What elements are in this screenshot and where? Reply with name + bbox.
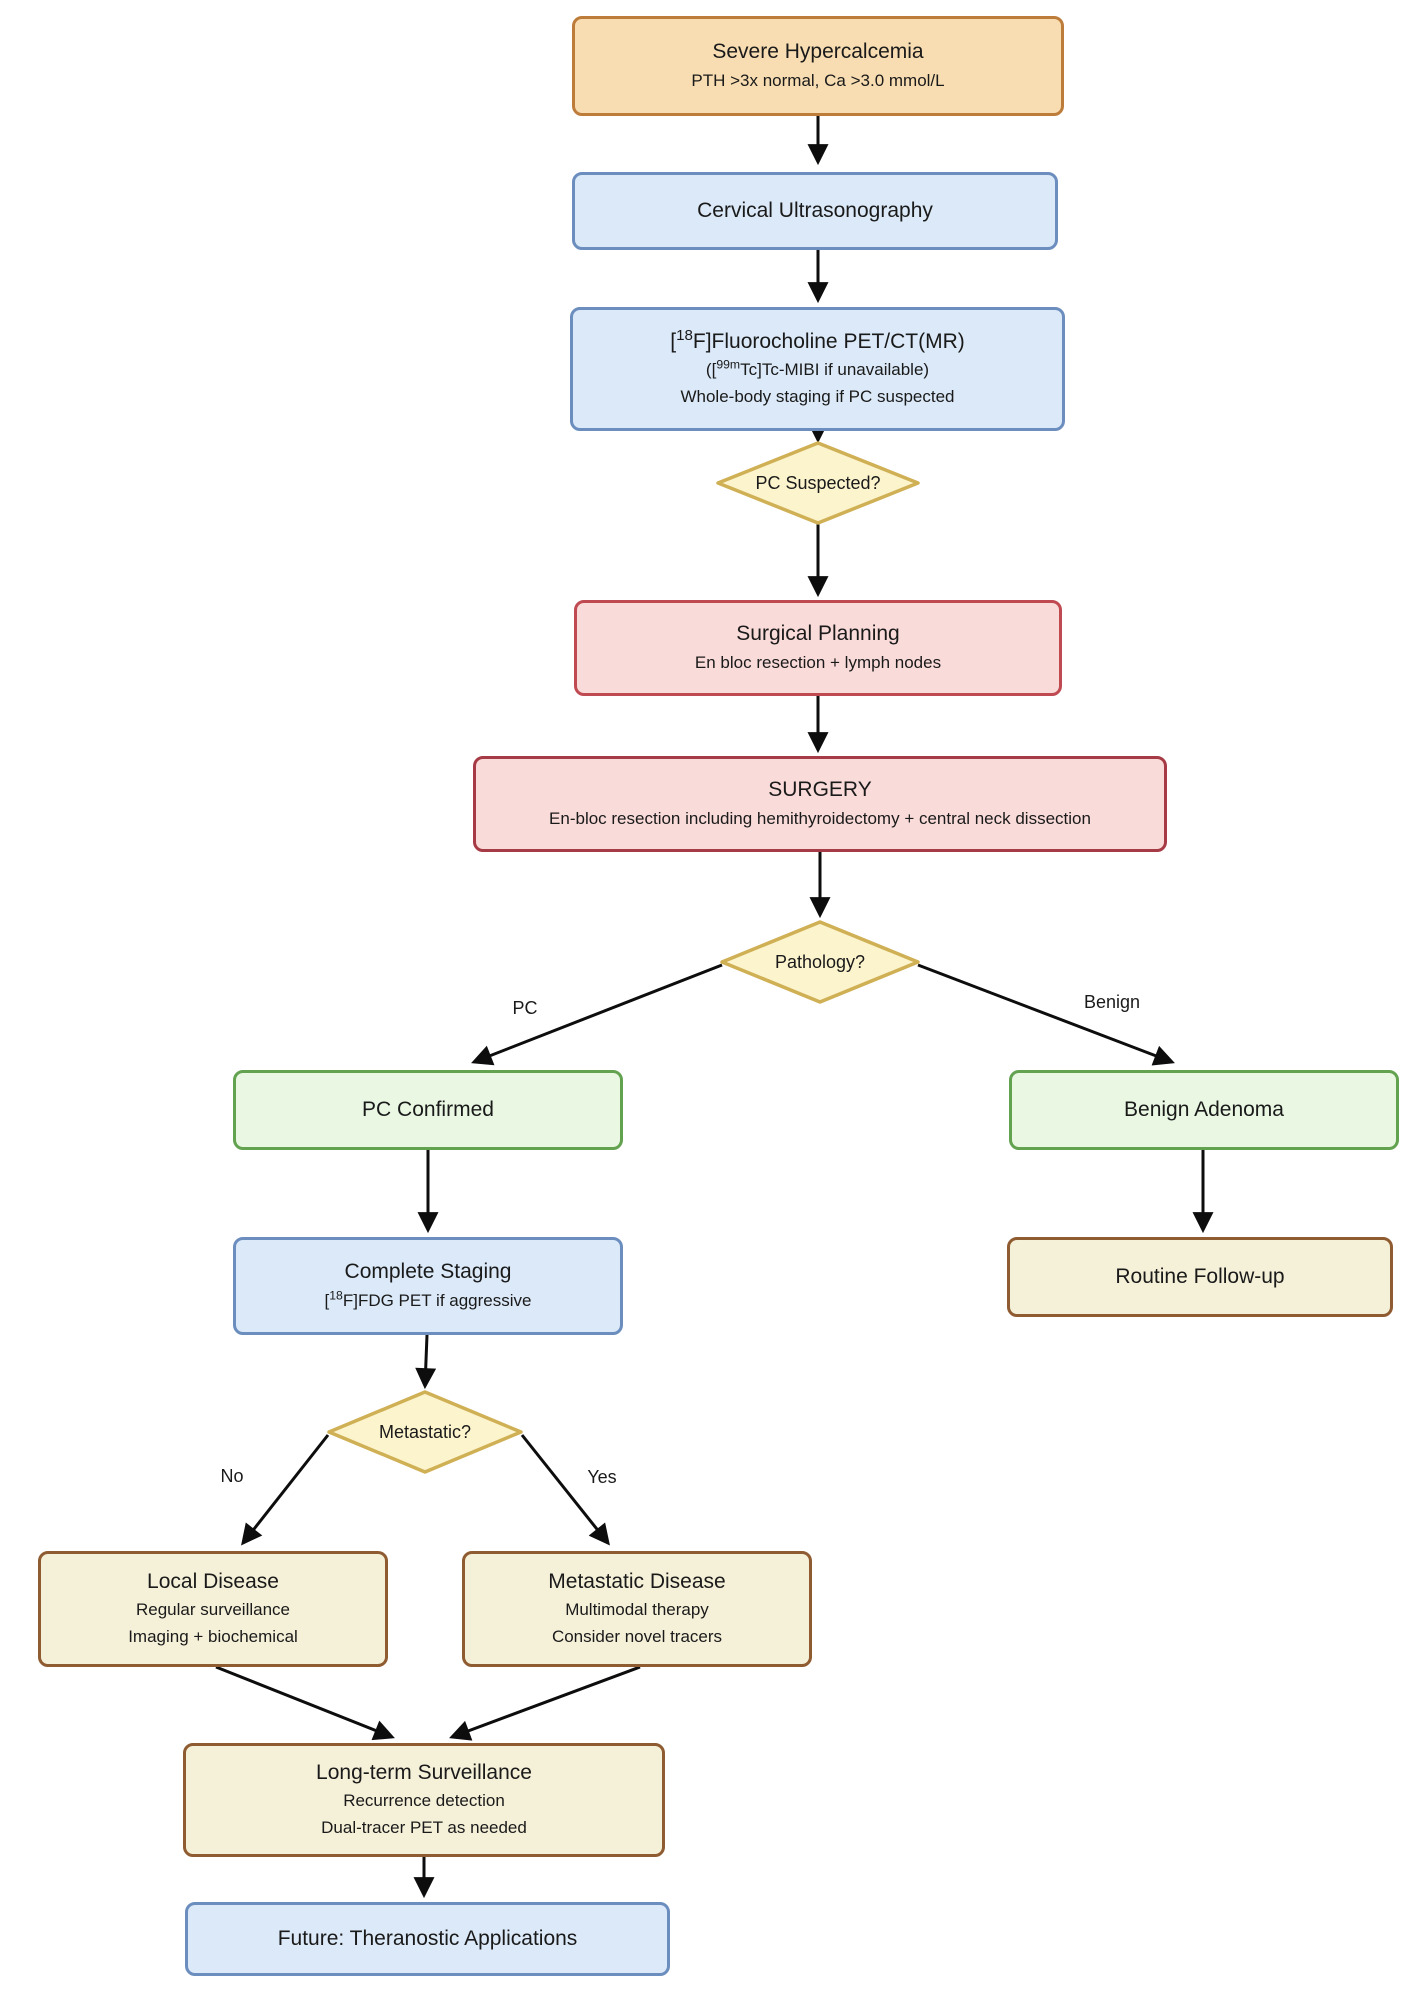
node-line3: Whole-body staging if PC suspected — [680, 387, 955, 407]
edge-label-pc: PC — [512, 997, 538, 1018]
node-title: Future: Theranostic Applications — [277, 1926, 578, 1950]
pathology-diamond — [720, 920, 920, 1004]
node-fluorocholine-pet: [18F]Fluorocholine PET/CT(MR) ([99mTc]Tc… — [570, 307, 1065, 431]
pc-suspected-label: PC Suspected? — [755, 472, 881, 493]
node-title: Complete Staging — [344, 1260, 512, 1284]
edge-label-benign: Benign — [1083, 991, 1141, 1012]
node-subtitle: PTH >3x normal, Ca >3.0 mmol/L — [691, 70, 945, 90]
node-line3: Imaging + biochemical — [128, 1627, 298, 1647]
node-benign-adenoma: Benign Adenoma — [1009, 1070, 1399, 1150]
edge-label-yes: Yes — [587, 1466, 617, 1487]
pc-suspected-diamond — [716, 441, 920, 525]
node-cervical-ultrasonography: Cervical Ultrasonography — [572, 172, 1058, 250]
node-title: Long-term Surveillance — [316, 1760, 532, 1784]
node-surgery: SURGERY En-bloc resection including hemi… — [473, 756, 1167, 852]
node-complete-staging: Complete Staging [18F]FDG PET if aggress… — [233, 1237, 623, 1335]
node-longterm-surveillance: Long-term Surveillance Recurrence detect… — [183, 1743, 665, 1857]
node-subtitle: En bloc resection + lymph nodes — [694, 652, 942, 672]
node-title: Severe Hypercalcemia — [712, 40, 924, 64]
pathology-label: Pathology? — [774, 951, 866, 972]
arrow-pathology-to-pc-confirmed — [471, 963, 723, 1066]
node-title: Cervical Ultrasonography — [697, 198, 933, 222]
node-subtitle: En-bloc resection including hemithyroide… — [549, 808, 1091, 828]
arrow-local-to-surveillance — [215, 1665, 395, 1741]
node-routine-followup: Routine Follow-up — [1007, 1237, 1393, 1317]
node-line2: Recurrence detection — [343, 1790, 505, 1810]
node-surgical-planning: Surgical Planning En bloc resection + ly… — [574, 600, 1062, 696]
node-pc-confirmed: PC Confirmed — [233, 1070, 623, 1150]
node-title: Metastatic Disease — [548, 1569, 726, 1593]
node-line3: Consider novel tracers — [551, 1627, 723, 1647]
arrow-staging-to-metastatic-q — [415, 1334, 437, 1390]
node-local-disease: Local Disease Regular surveillance Imagi… — [38, 1551, 388, 1667]
node-severe-hypercalcemia: Severe Hypercalcemia PTH >3x normal, Ca … — [572, 16, 1064, 116]
node-title: PC Confirmed — [362, 1097, 494, 1121]
arrow-metastatic-q-to-local — [241, 1434, 330, 1546]
node-metastatic-disease: Metastatic Disease Multimodal therapy Co… — [462, 1551, 812, 1667]
node-title: Surgical Planning — [736, 622, 900, 646]
node-line2: Multimodal therapy — [565, 1599, 709, 1619]
node-line2: Regular surveillance — [135, 1599, 291, 1619]
metastatic-label: Metastatic? — [378, 1421, 472, 1442]
node-title: Local Disease — [147, 1569, 279, 1593]
node-line2: ([99mTc]Tc-MIBI if unavailable) — [705, 357, 930, 379]
node-title: Routine Follow-up — [1115, 1264, 1285, 1288]
node-line3: Dual-tracer PET as needed — [321, 1818, 527, 1838]
edge-label-no: No — [220, 1465, 244, 1486]
node-title: SURGERY — [768, 778, 872, 802]
node-subtitle: [18F]FDG PET if aggressive — [324, 1287, 532, 1310]
metastatic-diamond — [327, 1390, 523, 1474]
arrow-metastatic-to-surveillance — [449, 1665, 641, 1741]
node-title: [18F]Fluorocholine PET/CT(MR) — [670, 326, 965, 353]
arrow-metastatic-q-to-metastatic — [520, 1434, 610, 1546]
node-future-theranostics: Future: Theranostic Applications — [185, 1902, 670, 1976]
node-title: Benign Adenoma — [1124, 1097, 1284, 1121]
arrow-pathology-to-benign — [917, 963, 1175, 1066]
